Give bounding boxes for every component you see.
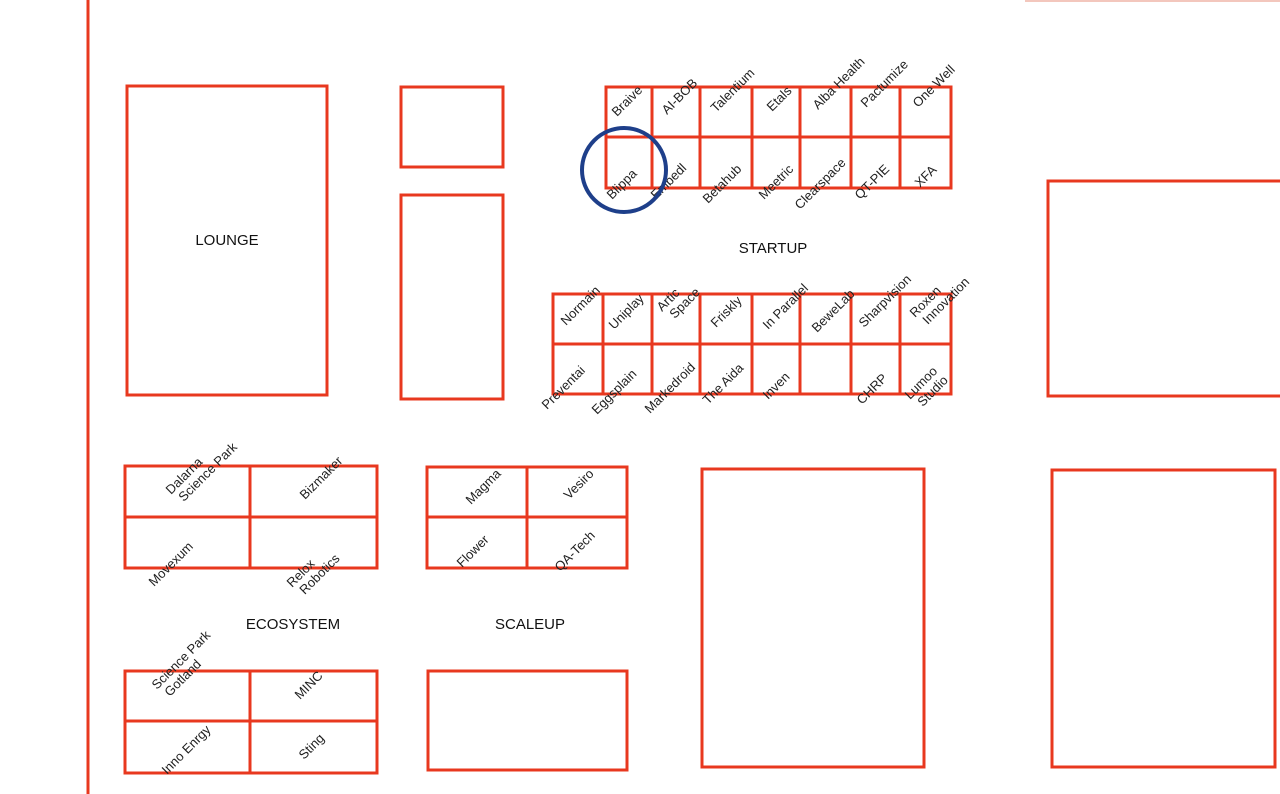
booth-label: QT-PIE <box>852 161 893 202</box>
booth-label-line: Vesiro <box>561 466 597 502</box>
booth-label-line: Embedl <box>648 160 690 202</box>
scaleup-lower-room <box>426 669 629 772</box>
startup-lower-block <box>551 292 953 396</box>
room-right-upper <box>1046 179 1280 398</box>
lounge-room <box>125 84 329 397</box>
booth-label: ReloxRobotics <box>284 541 343 600</box>
ecosystem-upper-block <box>123 464 379 570</box>
booth-label-line: Markedroid <box>642 360 699 417</box>
booth-label-line: Inven <box>760 369 793 402</box>
booth-label: Bizmaker <box>297 453 346 502</box>
booth-label: DalarnaScience Park <box>163 429 241 507</box>
booth-label: Vesiro <box>561 466 597 502</box>
booth-label-line: Movexum <box>146 539 196 589</box>
booth-label-line: Talentium <box>708 65 758 115</box>
booth-label: Inno Enrgy <box>159 722 214 777</box>
booth-label-line: Magma <box>463 465 505 507</box>
booth-label: Talentium <box>708 65 758 115</box>
booth-label-line: Preventai <box>539 363 589 413</box>
booth-label-line: XFA <box>912 162 940 190</box>
room-right-large <box>1050 468 1277 769</box>
booth-label: AI-BOB <box>659 75 701 117</box>
highlight-circle <box>580 126 668 214</box>
booth-label: Uniplay <box>606 291 648 333</box>
ecosystem-label: ECOSYSTEM <box>246 616 340 633</box>
lounge-area: LOUNGE <box>125 84 329 397</box>
booth-label: Sharpvision <box>856 271 915 330</box>
booth-label: CHRP <box>854 370 891 407</box>
booth-label: Meetric <box>756 161 797 202</box>
booth-label-line: In Parallel <box>760 281 812 333</box>
startup-label: STARTUP <box>739 240 808 257</box>
room-center-large <box>700 467 926 769</box>
booth-label-line: Sting <box>296 731 328 763</box>
booth-label: Friskly <box>708 293 746 331</box>
booth-label-line: Blippa <box>604 165 641 202</box>
booth-label-line: Meetric <box>756 161 797 202</box>
booth-label: Magma <box>463 465 505 507</box>
booth-label-line: Flower <box>454 531 493 570</box>
room-tall <box>399 193 505 401</box>
booth-label: RoxenInnovation <box>907 264 973 330</box>
booth-label-line: Friskly <box>708 293 746 331</box>
booth-label: Preventai <box>539 363 589 413</box>
scaleup-upper-block <box>425 465 629 570</box>
booth-label-line: Bizmaker <box>297 453 346 502</box>
ecosystem-lower-block <box>123 669 379 775</box>
booth-label: Eggsplain <box>589 366 640 417</box>
booth-label: Betahub <box>700 161 745 206</box>
booth-label: Markedroid <box>642 360 699 417</box>
booth-label-line: Normain <box>558 283 603 328</box>
booth-label: Embedl <box>648 160 690 202</box>
booth-label: Flower <box>454 531 493 570</box>
startup-upper-block <box>604 85 953 190</box>
booth-label-line: Eggsplain <box>589 366 640 417</box>
booth-label: Science ParkGotland <box>149 627 224 702</box>
booth-label-line: CHRP <box>854 370 891 407</box>
booth-label: Sting <box>296 731 328 763</box>
booth-label-line: Inno Enrgy <box>159 722 214 777</box>
booth-label-line: QT-PIE <box>852 161 893 202</box>
booth-label: XFA <box>912 162 940 190</box>
booth-label-line: The Aida <box>700 360 747 407</box>
booth-label: The Aida <box>700 360 747 407</box>
booth-label: Inven <box>760 369 793 402</box>
booth-label-line: Uniplay <box>606 291 648 333</box>
booth-label: ArticSpace <box>654 275 703 324</box>
booth-label: Movexum <box>146 539 196 589</box>
booth-label: Blippa <box>604 165 641 202</box>
booth-label-line: Sharpvision <box>856 271 915 330</box>
booth-label: MINC <box>292 668 326 702</box>
booth-label-line: AI-BOB <box>659 75 701 117</box>
booth-label: LumooStudio <box>902 363 951 412</box>
booth-label-line: Betahub <box>700 161 745 206</box>
booth-label: Normain <box>558 283 603 328</box>
booth-label: In Parallel <box>760 281 812 333</box>
booth-label: Alba Health <box>810 54 868 112</box>
scaleup-label: SCALEUP <box>495 616 565 633</box>
room-small <box>399 85 505 169</box>
booth-label-line: MINC <box>292 668 326 702</box>
lounge-label: LOUNGE <box>195 232 258 249</box>
booth-label-line: Alba Health <box>810 54 868 112</box>
